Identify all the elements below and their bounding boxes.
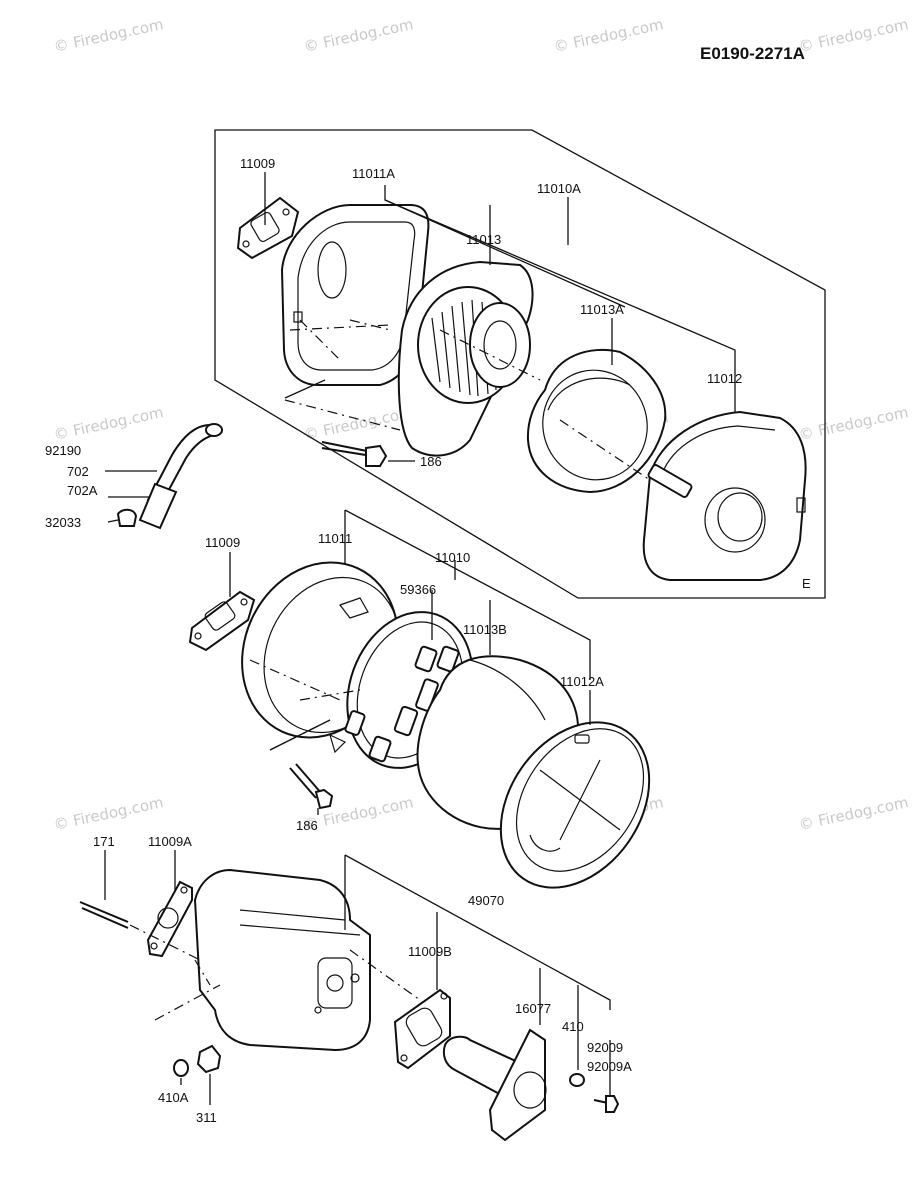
watermark: © Firedog.com: [797, 793, 910, 834]
label-92190: 92190: [45, 443, 81, 458]
diagram-code: E0190-2271A: [700, 44, 805, 63]
watermark: © Firedog.com: [52, 793, 165, 834]
label-11012A: 11012A: [560, 674, 604, 689]
watermark: © Firedog.com: [52, 15, 165, 56]
label-32033: 32033: [45, 515, 81, 530]
gasket-11009B: [393, 988, 451, 1070]
breather-tube-702: [138, 423, 223, 530]
label-11009A: 11009A: [148, 834, 192, 849]
air-cleaner-cover-11012: [642, 410, 807, 581]
bolt-92009: [593, 1095, 620, 1113]
label-59366: 59366: [400, 582, 436, 597]
label-186-top: 186: [420, 454, 442, 469]
bolt-186-top: [321, 441, 388, 467]
label-410A: 410A: [158, 1090, 189, 1105]
label-311: 311: [196, 1110, 217, 1125]
label-92009A: 92009A: [587, 1059, 632, 1074]
assembly-box-outline: [214, 129, 826, 599]
center-line: [249, 659, 361, 751]
label-92009: 92009: [587, 1040, 623, 1055]
gasket-11009-mid: [188, 590, 256, 652]
label-11013B: 11013B: [463, 622, 507, 637]
watermark: © Firedog.com: [52, 403, 165, 444]
bolt-186-mid: [289, 763, 334, 810]
gasket-11009A: [146, 880, 193, 958]
label-11010: 11010: [435, 550, 470, 565]
watermark: © Firedog.com: [302, 403, 415, 444]
label-702: 702: [67, 464, 89, 479]
clip-32033: [116, 508, 138, 527]
leaders: [104, 172, 736, 1105]
washer-410A: [173, 1059, 189, 1077]
nut-311: [196, 1044, 222, 1074]
filter-element-11013: [397, 260, 534, 457]
stud-171: [79, 901, 129, 929]
label-49070: 49070: [468, 893, 504, 908]
label-11012: 11012: [707, 371, 742, 386]
washer-410: [569, 1073, 585, 1087]
label-11013: 11013: [466, 232, 501, 247]
label-186-mid: 186: [296, 818, 318, 833]
part-labels: 11009 11011A 11010A 11013 11013A 11012 1…: [45, 156, 742, 1125]
air-cleaner-cover-11012A: [499, 721, 651, 889]
tailpipe-16077: [442, 1028, 547, 1142]
label-11011A: 11011A: [352, 166, 395, 181]
air-cleaner-base-11011A: [280, 204, 430, 386]
pre-cleaner-11013A: [526, 348, 667, 494]
center-line: [439, 329, 651, 481]
label-410: 410: [562, 1019, 584, 1034]
watermark: © Firedog.com: [552, 15, 665, 56]
label-11011: 11011: [318, 531, 352, 546]
label-11009-top: 11009: [240, 156, 275, 171]
center-line: [284, 319, 401, 431]
watermark: © Firedog.com: [797, 15, 910, 56]
gasket-11009-top: [236, 196, 300, 260]
label-16077: 16077: [515, 1001, 551, 1016]
box-marker: E: [802, 576, 811, 591]
watermark: © Firedog.com: [302, 15, 415, 56]
label-11009B: 11009B: [408, 944, 452, 959]
label-702A: 702A: [67, 483, 98, 498]
label-11009-mid: 11009: [205, 535, 240, 550]
label-171: 171: [93, 834, 115, 849]
label-11013A: 11013A: [580, 302, 624, 317]
label-11010A: 11010A: [537, 181, 581, 196]
muffler-49070: [193, 868, 371, 1052]
watermark: © Firedog.com: [797, 403, 910, 444]
